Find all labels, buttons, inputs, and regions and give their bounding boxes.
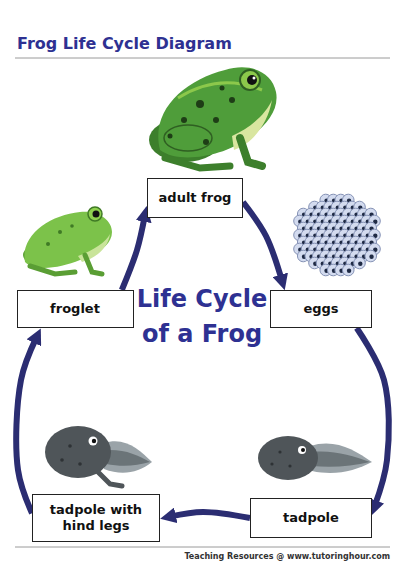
eggs-picture: [358, 262, 362, 266]
stage-label: froglet: [50, 301, 100, 317]
tadpole-with-legs-picture: [45, 426, 152, 486]
eggs-picture: [294, 194, 381, 276]
tadpole-with-legs-picture: [45, 426, 111, 478]
adult-frog-picture: [240, 138, 262, 166]
adult-frog-picture: [196, 100, 204, 108]
stage-label: eggs: [303, 301, 338, 317]
tadpole-picture: [270, 462, 273, 465]
stage-box: adult frog: [147, 178, 243, 218]
center-heading: Life Cycle of a Frog: [122, 282, 282, 352]
adult-frog-picture: [168, 134, 173, 139]
tadpole-with-legs-picture: [92, 439, 96, 443]
adult-frog-picture: [149, 67, 277, 168]
tadpole-picture: [310, 443, 372, 473]
stage-label: tadpole with hind legs: [41, 502, 151, 535]
tadpole-picture: [258, 436, 318, 480]
cycle-arrow: [357, 328, 389, 506]
tadpole-with-legs-picture: [60, 458, 64, 462]
tadpole-picture: [288, 464, 291, 467]
tadpole-with-legs-picture: [89, 437, 98, 446]
froglet-picture: [88, 207, 102, 221]
stage-box: tadpole with hind legs: [32, 494, 160, 542]
froglet-picture: [93, 211, 100, 218]
adult-frog-picture: [181, 117, 187, 123]
tadpole-with-legs-picture: [78, 462, 82, 466]
stage-label: adult frog: [159, 190, 232, 206]
froglet-picture: [78, 234, 110, 262]
adult-frog-picture: [253, 77, 256, 80]
froglet-picture: [85, 255, 102, 274]
adult-frog-picture: [240, 70, 260, 90]
froglet-picture: [46, 242, 50, 246]
stage-box: tadpole: [250, 498, 372, 538]
eggs-picture: [354, 257, 366, 269]
eggs-picture: [365, 250, 377, 262]
tadpole-with-legs-picture: [104, 441, 152, 473]
adult-frog-picture: [213, 117, 219, 123]
adult-frog-picture: [158, 67, 276, 157]
adult-frog-picture: [220, 86, 225, 91]
tadpole-picture: [298, 446, 306, 454]
cycle-arrow: [16, 337, 36, 513]
froglet-picture: [23, 207, 112, 274]
tadpole-with-legs-picture: [96, 470, 122, 486]
footer-credit: Teaching Resources @ www.tutoringhour.co…: [184, 552, 390, 561]
title-rule: [15, 58, 390, 59]
cycle-arrow: [122, 216, 145, 290]
cycle-arrow: [170, 512, 250, 518]
froglet-picture: [58, 230, 62, 234]
eggs-picture: [369, 255, 373, 259]
adult-frog-picture: [203, 139, 209, 145]
froglet-picture: [30, 266, 75, 274]
adult-frog-picture: [164, 125, 212, 151]
page-title: Frog Life Cycle Diagram: [17, 34, 232, 53]
stage-box: eggs: [270, 290, 372, 328]
stage-box: froglet: [17, 290, 134, 328]
adult-frog-picture: [247, 75, 257, 85]
tadpole-picture: [301, 448, 305, 452]
froglet-picture: [70, 224, 74, 228]
tadpole-picture: [278, 450, 281, 453]
cycle-arrow: [243, 202, 282, 281]
eggs-picture: [342, 264, 354, 276]
stage-label: tadpole: [283, 510, 339, 526]
adult-frog-picture: [165, 158, 230, 168]
tadpole-with-legs-picture: [68, 444, 72, 448]
tadpole-picture: [258, 436, 372, 480]
tadpole-with-legs-picture: [106, 450, 150, 466]
tadpole-picture: [312, 452, 370, 467]
eggs-picture: [347, 269, 351, 273]
adult-frog-picture: [229, 97, 235, 103]
footer-rule: [15, 547, 390, 548]
